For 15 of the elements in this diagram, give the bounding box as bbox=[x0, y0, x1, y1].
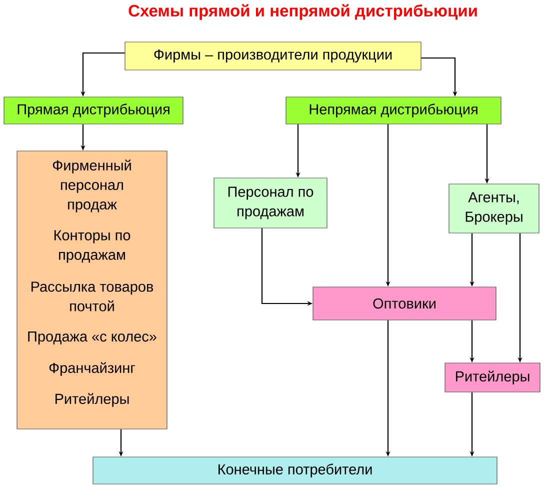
list-item: Фирменный персонал продаж bbox=[52, 160, 131, 212]
process-box: Персонал по продажам bbox=[214, 178, 328, 228]
process-box: Конечные потребители bbox=[92, 456, 498, 484]
list-item: Ритейлеры bbox=[55, 393, 129, 407]
list-item: Рассылка товаров почтой bbox=[32, 282, 154, 312]
list-item: Франчайзинг bbox=[49, 362, 136, 376]
title: Схемы прямой и непрямой дистрибьюции bbox=[128, 4, 477, 20]
list-item: Продажа «с колес» bbox=[28, 332, 156, 344]
process-box: Фирмы – производители продукции bbox=[124, 42, 422, 70]
category-box: Непрямая дистрибьюция bbox=[286, 96, 502, 124]
process-box: Оптовики bbox=[312, 286, 496, 320]
category-box: Прямая дистрибьюция bbox=[4, 96, 184, 124]
process-box: Агенты, Брокеры bbox=[448, 184, 540, 234]
process-box: Ритейлеры bbox=[444, 362, 540, 392]
list-item: Конторы по продажам bbox=[54, 230, 130, 263]
